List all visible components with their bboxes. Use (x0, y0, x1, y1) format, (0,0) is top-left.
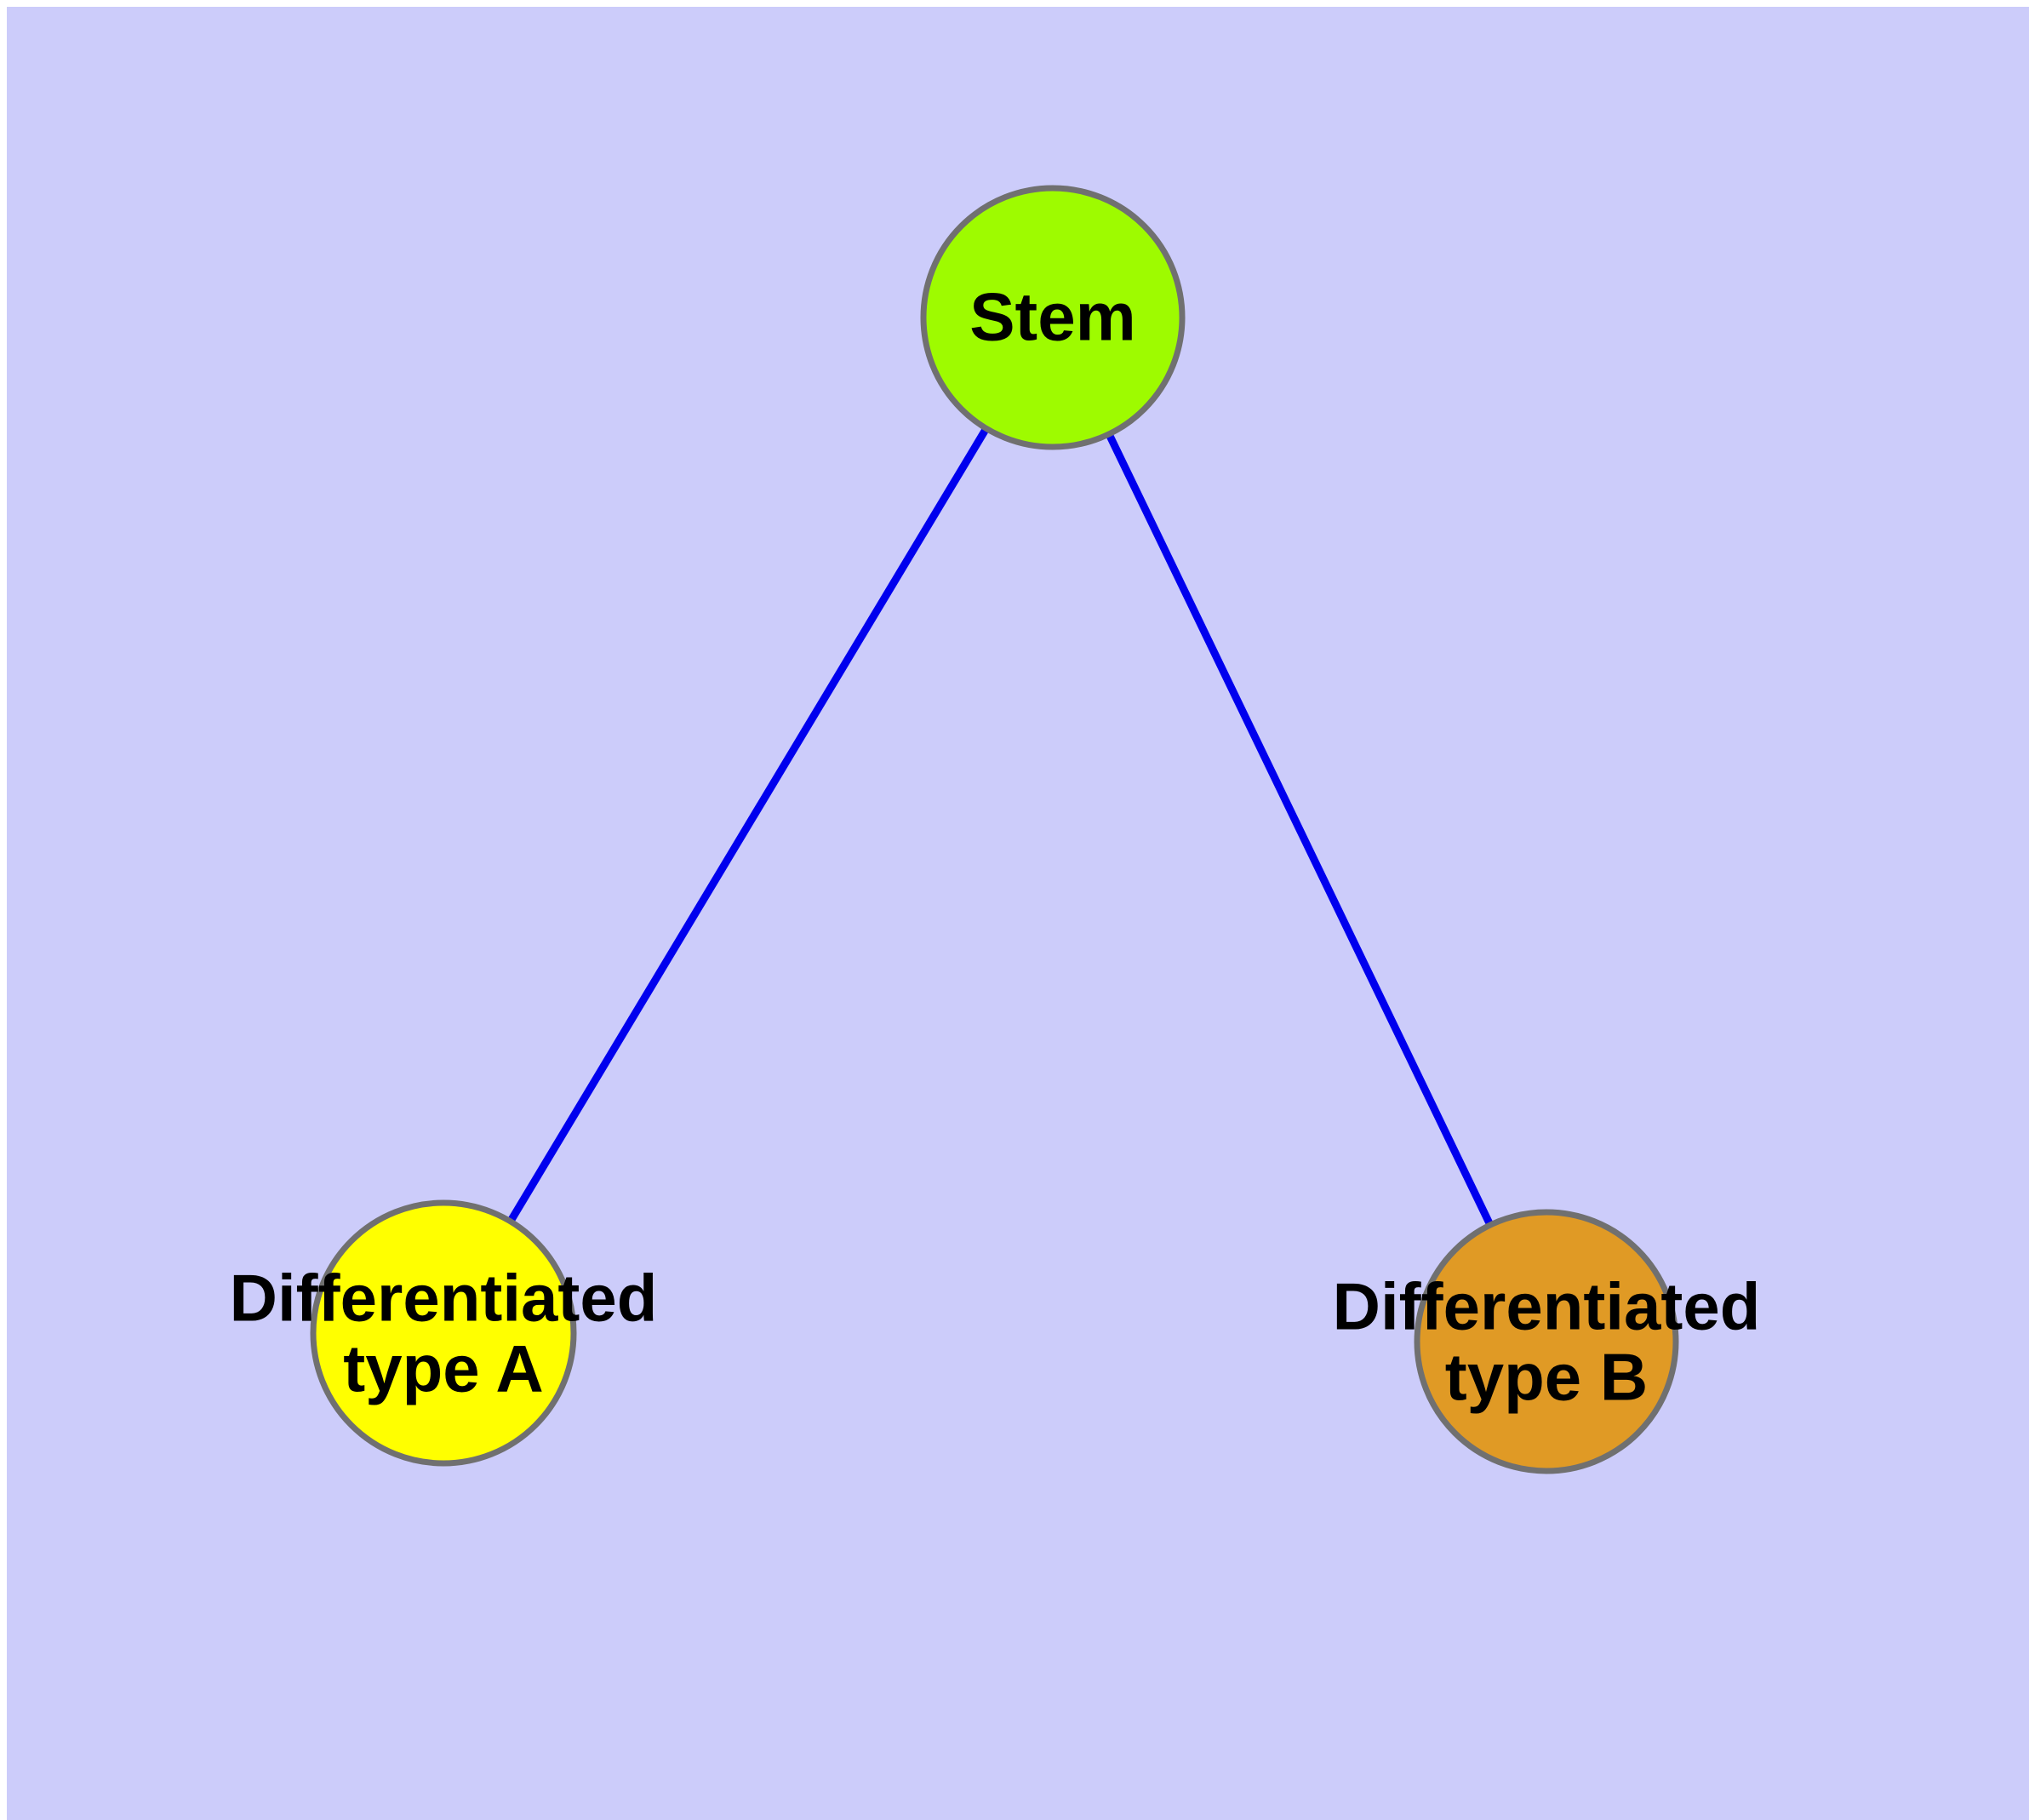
node-layer (310, 185, 1679, 1474)
graph-node-diff_a[interactable] (310, 1199, 577, 1467)
graph-node-stem[interactable] (920, 185, 1186, 450)
graph-edge-stem-diff_a (440, 315, 1056, 1336)
graph-node-diff_b[interactable] (1414, 1209, 1679, 1474)
graph-edge-stem-diff_b (1049, 316, 1551, 1343)
edge-layer (440, 315, 1551, 1343)
